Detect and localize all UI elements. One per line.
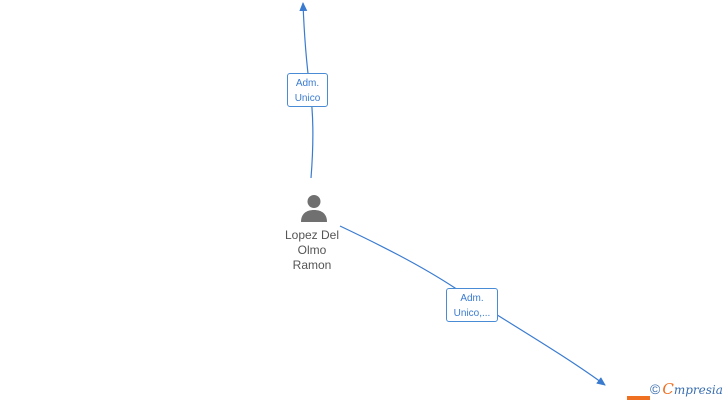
edge-label-line: Unico,... (453, 308, 491, 319)
edge-label-line: Adm. (295, 78, 320, 89)
edge-label-adm-unico[interactable]: Adm. Unico (287, 73, 328, 107)
person-name[interactable]: Lopez Del Olmo Ramon (272, 228, 352, 273)
person-node[interactable] (299, 193, 329, 223)
edge-label-line: Adm. (460, 293, 484, 304)
edge-label-adm-unico-more[interactable]: Adm. Unico,... (446, 288, 498, 322)
person-name-line: Ramon (292, 258, 332, 272)
person-icon (301, 195, 327, 222)
copyright-icon: © (650, 381, 661, 397)
edge-label-line: Unico (294, 93, 321, 104)
person-name-line: Lopez Del (284, 228, 340, 242)
person-name-line: Olmo (297, 243, 327, 257)
brand-accent-bar (627, 396, 650, 400)
brand-watermark: ©Cmpresia (650, 380, 723, 398)
brand-initial: C (662, 380, 674, 398)
brand-name: mpresia (673, 383, 723, 397)
